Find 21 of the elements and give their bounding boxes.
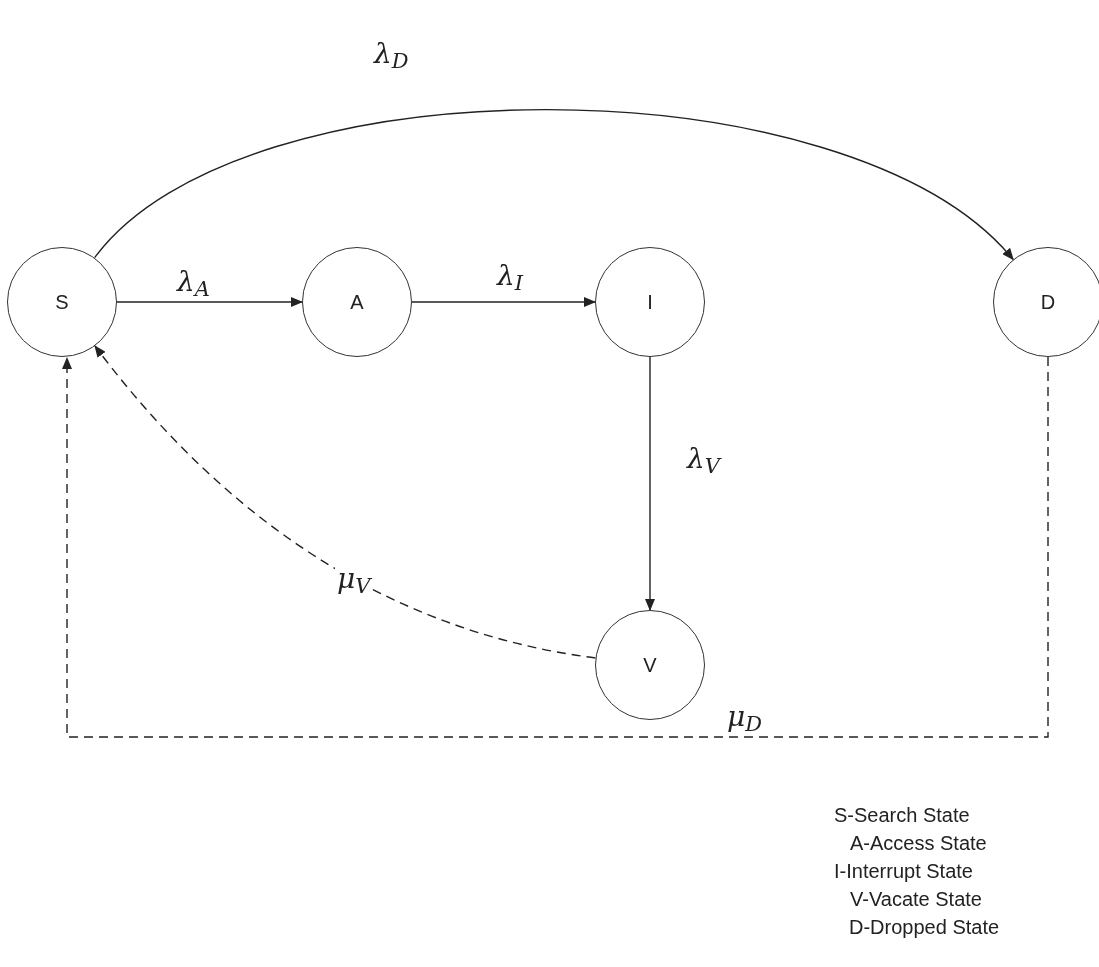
- state-letter: S: [55, 290, 69, 315]
- arrow: [93, 108, 1014, 261]
- legend-text: I-Interrupt State: [834, 861, 973, 881]
- arrow: [645, 356, 655, 611]
- edge-label: λ$_{D}$: [372, 40, 411, 68]
- arrow: [411, 297, 596, 307]
- edge-label: μ$_{V}$: [335, 565, 373, 593]
- state-letter: V: [643, 653, 657, 678]
- dashed-arrow: [94, 345, 597, 659]
- legend-text: V-Vacate State: [850, 889, 982, 909]
- arrow: [116, 297, 303, 307]
- legend-text: S-Search State: [834, 805, 970, 825]
- state-letter: I: [647, 290, 653, 315]
- edge-label: λ$_{V}$: [685, 445, 722, 473]
- legend-text: A-Access State: [850, 833, 987, 853]
- state-letter: D: [1040, 290, 1056, 315]
- legend-text: D-Dropped State: [849, 917, 1000, 937]
- edge-label: λ$_{A}$: [175, 268, 212, 296]
- state-letter: A: [350, 290, 364, 315]
- edge-label: λ$_{I}$: [495, 262, 526, 290]
- dashed-arrow: [62, 356, 1049, 738]
